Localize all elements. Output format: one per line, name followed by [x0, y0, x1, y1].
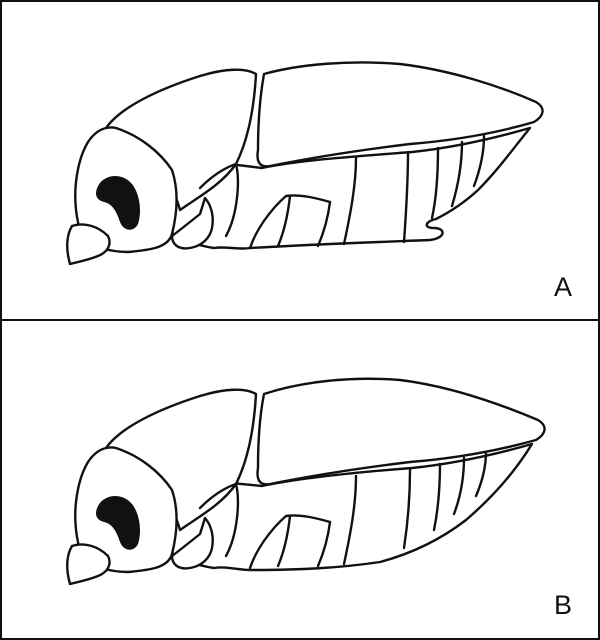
abdomen-seg-1-b — [248, 514, 332, 570]
abdomen-seg-2-b — [276, 514, 292, 568]
abdomen-seg-5-a — [402, 150, 410, 244]
insect-b — [66, 377, 546, 586]
pronotum-fold-b — [198, 482, 238, 510]
wing-cover-a — [256, 61, 544, 168]
eye-b — [96, 495, 140, 550]
abdomen-seg-7-a — [450, 140, 464, 208]
thorax-seam-a — [224, 162, 240, 238]
rostrum-a — [66, 223, 111, 266]
abdomen-seg-8-b — [474, 450, 488, 498]
wing-cover-b — [256, 377, 546, 486]
eye-a — [96, 175, 140, 230]
foreleg-a — [170, 196, 214, 250]
abdomen-seg-6-b — [432, 462, 442, 532]
pronotum-fold-a — [198, 162, 238, 190]
rostrum-b — [66, 543, 111, 586]
abdomen-seg-4-b — [342, 474, 358, 566]
abdomen-seg-2-a — [276, 194, 292, 248]
panel-label-b: B — [554, 590, 572, 620]
insect-a — [66, 61, 544, 266]
abdomen-seg-5-b — [402, 468, 412, 550]
abdomen-seg-4-a — [342, 156, 358, 246]
abdomen-seg-3-a — [316, 200, 332, 248]
abdomen-seg-6-a — [430, 146, 440, 220]
panel-a: A — [66, 61, 572, 302]
panel-label-a: A — [554, 272, 572, 302]
foreleg-b — [170, 516, 214, 570]
body-a — [166, 126, 532, 250]
thorax-seam-b — [224, 482, 240, 558]
abdomen-seg-3-b — [316, 520, 332, 568]
abdomen-seg-7-b — [452, 456, 466, 516]
panel-b: B — [66, 377, 572, 620]
abdomen-seg-1-a — [248, 194, 332, 250]
abdomen-seg-8-a — [472, 134, 486, 188]
